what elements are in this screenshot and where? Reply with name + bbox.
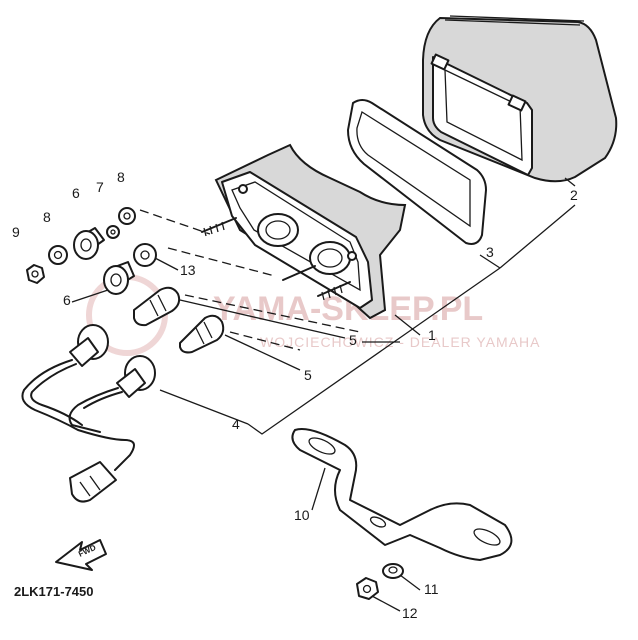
taillight-lens (422, 15, 618, 183)
callout-6-lower: 6 (63, 292, 71, 308)
nut-12 (356, 577, 379, 600)
washer-13 (133, 243, 157, 267)
callout-6-upper: 6 (72, 185, 80, 201)
washer-upper (118, 207, 136, 225)
bulb-upper (133, 286, 181, 327)
callout-7: 7 (96, 179, 104, 195)
lens-gasket (347, 99, 487, 245)
watermark-subtitle: WOJCIECHOWICZ - DEALER YAMAHA (260, 334, 541, 350)
nut (26, 264, 45, 284)
callout-8-lower: 8 (43, 209, 51, 225)
callout-12: 12 (402, 605, 418, 621)
collar-11 (382, 563, 404, 579)
socket-wiring-harness (21, 324, 156, 503)
callout-11: 11 (424, 581, 439, 597)
forward-arrow-icon: FWD (55, 539, 107, 571)
callout-5-lower: 5 (304, 367, 312, 383)
damper-lower (103, 261, 135, 295)
callout-5-upper: 5 (349, 332, 357, 348)
license-bracket (291, 428, 513, 561)
callout-labels: 1 2 3 4 5 5 6 6 7 8 8 9 10 11 12 13 (12, 169, 578, 621)
bulb-lower (179, 314, 225, 354)
leader-lines (71, 177, 576, 612)
callout-8-upper: 8 (117, 169, 125, 185)
diagram-part-code: 2LK171-7450 (14, 584, 94, 599)
callout-10: 10 (294, 507, 310, 523)
washer-lower (48, 245, 68, 265)
callout-4: 4 (232, 416, 240, 432)
callout-9: 9 (12, 224, 20, 240)
taillight-housing (201, 143, 407, 320)
callout-3: 3 (486, 244, 494, 260)
callout-1: 1 (428, 327, 436, 343)
callout-13: 13 (180, 262, 196, 278)
damper-upper (73, 227, 105, 260)
callout-2: 2 (570, 187, 578, 203)
assembly-guide-lines (139, 209, 361, 351)
collar (106, 225, 120, 239)
